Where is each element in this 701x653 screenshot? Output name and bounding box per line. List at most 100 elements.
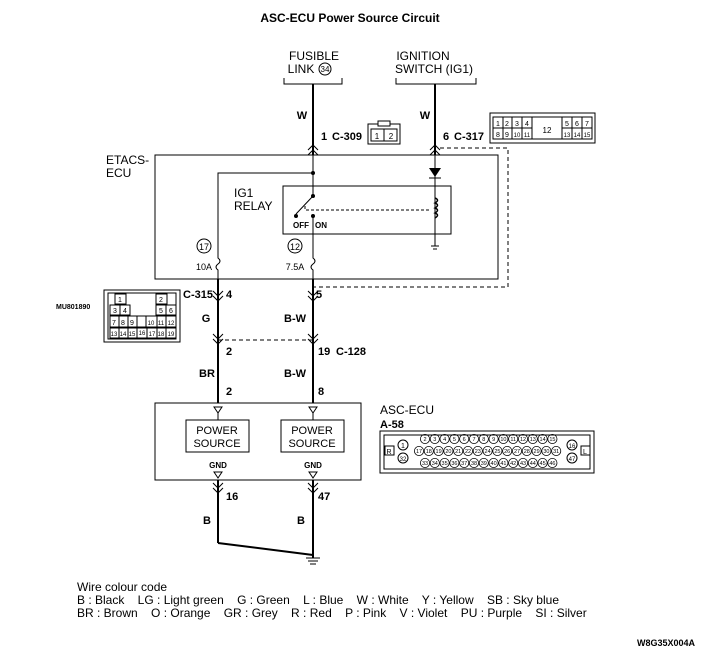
etacs-ecu-label-2: ECU: [106, 166, 131, 180]
fusible-link-number: 34: [321, 65, 330, 74]
c317-pin: 5: [565, 121, 569, 128]
pin-asc-right-in: 8: [318, 386, 324, 398]
a58-pin-label: 41: [500, 461, 506, 467]
gnd-left-label: GND: [209, 461, 227, 470]
a58-pin-circle: [413, 445, 424, 456]
a58-pin-label: 6: [463, 437, 466, 443]
svg-text:12: 12: [168, 321, 175, 327]
shield-dashed-line: [313, 147, 509, 288]
a58-pin-circle: [468, 457, 479, 468]
c317-pin: 2: [505, 121, 509, 128]
svg-text:17: 17: [149, 332, 156, 338]
power-source-right-box: [280, 419, 345, 453]
a58-pin-label: 13: [530, 437, 536, 443]
a58-pin-label: 45: [540, 461, 546, 467]
pin-c315: 4: [226, 289, 233, 301]
a58-pin-label: 14: [540, 437, 546, 443]
a58-pin-label: 43: [520, 461, 526, 467]
a58-pin-circle: [518, 433, 529, 444]
svg-text:47: 47: [569, 457, 576, 463]
ignition-switch-label-2: SWITCH (IG1): [395, 62, 473, 76]
wire-color-right-lower: B-W: [284, 368, 307, 380]
a58-pin-circle: [439, 457, 450, 468]
wire-gnd-join: [217, 542, 314, 556]
fuse-left-symbol: [215, 240, 221, 279]
relay-off-label: OFF: [293, 221, 309, 230]
a58-pin-label: 24: [485, 449, 491, 455]
a58-pin-circle: [433, 445, 444, 456]
power-source-left-box: [185, 419, 250, 453]
fusible-link-label-2: LINK: [288, 62, 315, 76]
connector-c309-diagram: 1 2: [367, 120, 401, 145]
pin-etacs-right-out: 5: [316, 289, 322, 301]
a58-pin-label: 26: [504, 449, 510, 455]
c317-pin: 15: [584, 133, 591, 139]
c317-pin: 7: [585, 121, 589, 128]
a58-pin-circle: [449, 433, 460, 444]
wire-color-right-top: W: [420, 110, 431, 122]
svg-text:7: 7: [112, 320, 116, 327]
a58-pin-label: 38: [471, 461, 477, 467]
svg-text:16: 16: [139, 331, 146, 337]
a58-pin-circle: [429, 433, 440, 444]
diagram-title: ASC-ECU Power Source Circuit: [260, 11, 439, 25]
svg-text:10: 10: [148, 321, 155, 327]
a58-pin-circle: [527, 433, 538, 444]
a58-pin-circle: [508, 457, 519, 468]
a58-pin-circle: [419, 433, 430, 444]
a58-pin-label: 31: [553, 449, 559, 455]
power-source-right-line1: POWER: [291, 425, 333, 437]
connector-c309-label: C-309: [332, 131, 362, 143]
a58-pin-circle: [521, 445, 532, 456]
a58-pin-circle: [492, 445, 503, 456]
a58-pin-circle: [488, 457, 499, 468]
a58-pin-label: 8: [482, 437, 485, 443]
pin-c309: 1: [321, 131, 327, 143]
relay-switch-arm: [295, 195, 314, 215]
c317-pin: 9: [505, 132, 509, 139]
a58-pin-circle: [547, 457, 558, 468]
fusible-link-label: FUSIBLE: [289, 49, 339, 63]
svg-text:19: 19: [168, 332, 175, 338]
power-source-left-line1: POWER: [196, 425, 238, 437]
pin-asc-gnd-right: 47: [318, 491, 330, 503]
a58-pin-circle: [512, 445, 523, 456]
wire-branch-left: [217, 172, 313, 240]
svg-text:9: 9: [130, 320, 134, 327]
connector-c317-label: C-317: [454, 131, 484, 143]
wire-color-left-gnd: B: [203, 515, 211, 527]
a58-pin-label: 17: [416, 449, 422, 455]
svg-text:16: 16: [569, 444, 576, 450]
a58-pin-circle: [482, 445, 493, 456]
connector-mark-c128-right: [307, 333, 319, 345]
c317-pin: 10: [514, 133, 521, 139]
asc-ecu-label: ASC-ECU: [380, 403, 434, 417]
connector-a58-label: A-58: [380, 419, 404, 431]
fusible-link-bracket: [283, 78, 343, 85]
a58-pin-circle: [518, 457, 529, 468]
a58-pin-label: 15: [549, 437, 555, 443]
a58-pin-circle: [472, 445, 483, 456]
a58-pin-circle: [527, 457, 538, 468]
fuse-left-number-circle: [196, 238, 212, 254]
a58-pin-label: 21: [455, 449, 461, 455]
a58-pin-circle: [508, 433, 519, 444]
fuse-right-rating: 7.5A: [286, 262, 305, 272]
a58-pin-label: 30: [543, 449, 549, 455]
svg-text:18: 18: [158, 332, 165, 338]
a58-pin-label: 3: [433, 437, 436, 443]
wire-color-right-gnd: B: [297, 515, 305, 527]
a58-pin-label: 42: [510, 461, 516, 467]
a58-pin-label: 46: [549, 461, 555, 467]
a58-pin-label: 7: [472, 437, 475, 443]
a58-pin-circle: [478, 457, 489, 468]
connector-mark-etacs-right: [307, 290, 319, 302]
wire-color-right-mid: B-W: [284, 313, 307, 325]
a58-pin-label: 18: [426, 449, 432, 455]
asc-input-left-marker: [213, 406, 223, 414]
connector-mark-c317: [429, 144, 441, 156]
connector-mark-gnd-left: [212, 482, 224, 494]
ig1-relay-label: IG1: [234, 186, 254, 200]
ig1-relay-box: [282, 185, 452, 235]
